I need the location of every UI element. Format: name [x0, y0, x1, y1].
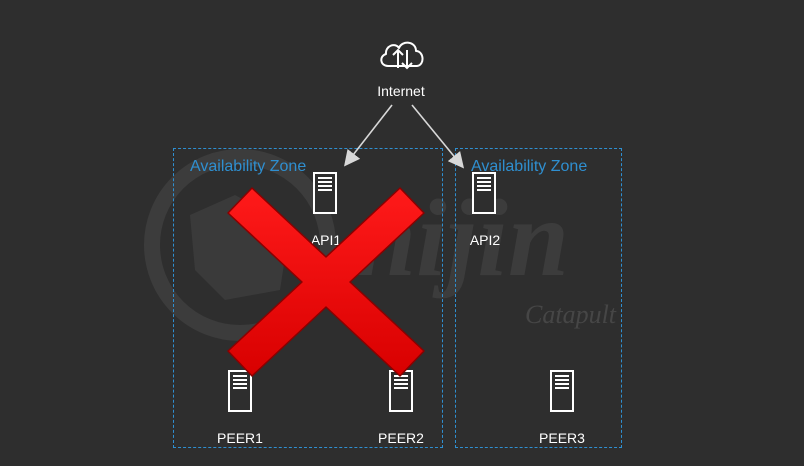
watermark-emblem-ring	[144, 149, 336, 341]
cloud-upload-download-icon	[380, 41, 424, 70]
internet-label: Internet	[377, 83, 425, 99]
api2-label: API2	[469, 232, 501, 248]
availability-zone-1	[173, 148, 443, 448]
red-x-stroke-1	[227, 187, 425, 377]
availability-zone-2	[455, 148, 622, 448]
availability-zone-1-label: Availability Zone	[190, 158, 307, 175]
peer1-label: PEER1	[217, 430, 263, 446]
server-icon	[228, 370, 252, 412]
peer3-label: PEER3	[539, 430, 585, 446]
arrow-to-zone-1	[344, 104, 393, 167]
server-icon	[389, 370, 413, 412]
server-icon	[550, 370, 574, 412]
api1-label: API1	[310, 232, 342, 248]
availability-zone-2-label: Availability Zone	[471, 158, 588, 175]
watermark-product: Catapult	[525, 300, 617, 329]
server-icon	[472, 172, 496, 214]
server-icon	[313, 172, 337, 214]
peer2-label: PEER2	[378, 430, 424, 446]
arrow-to-zone-2	[411, 104, 465, 169]
